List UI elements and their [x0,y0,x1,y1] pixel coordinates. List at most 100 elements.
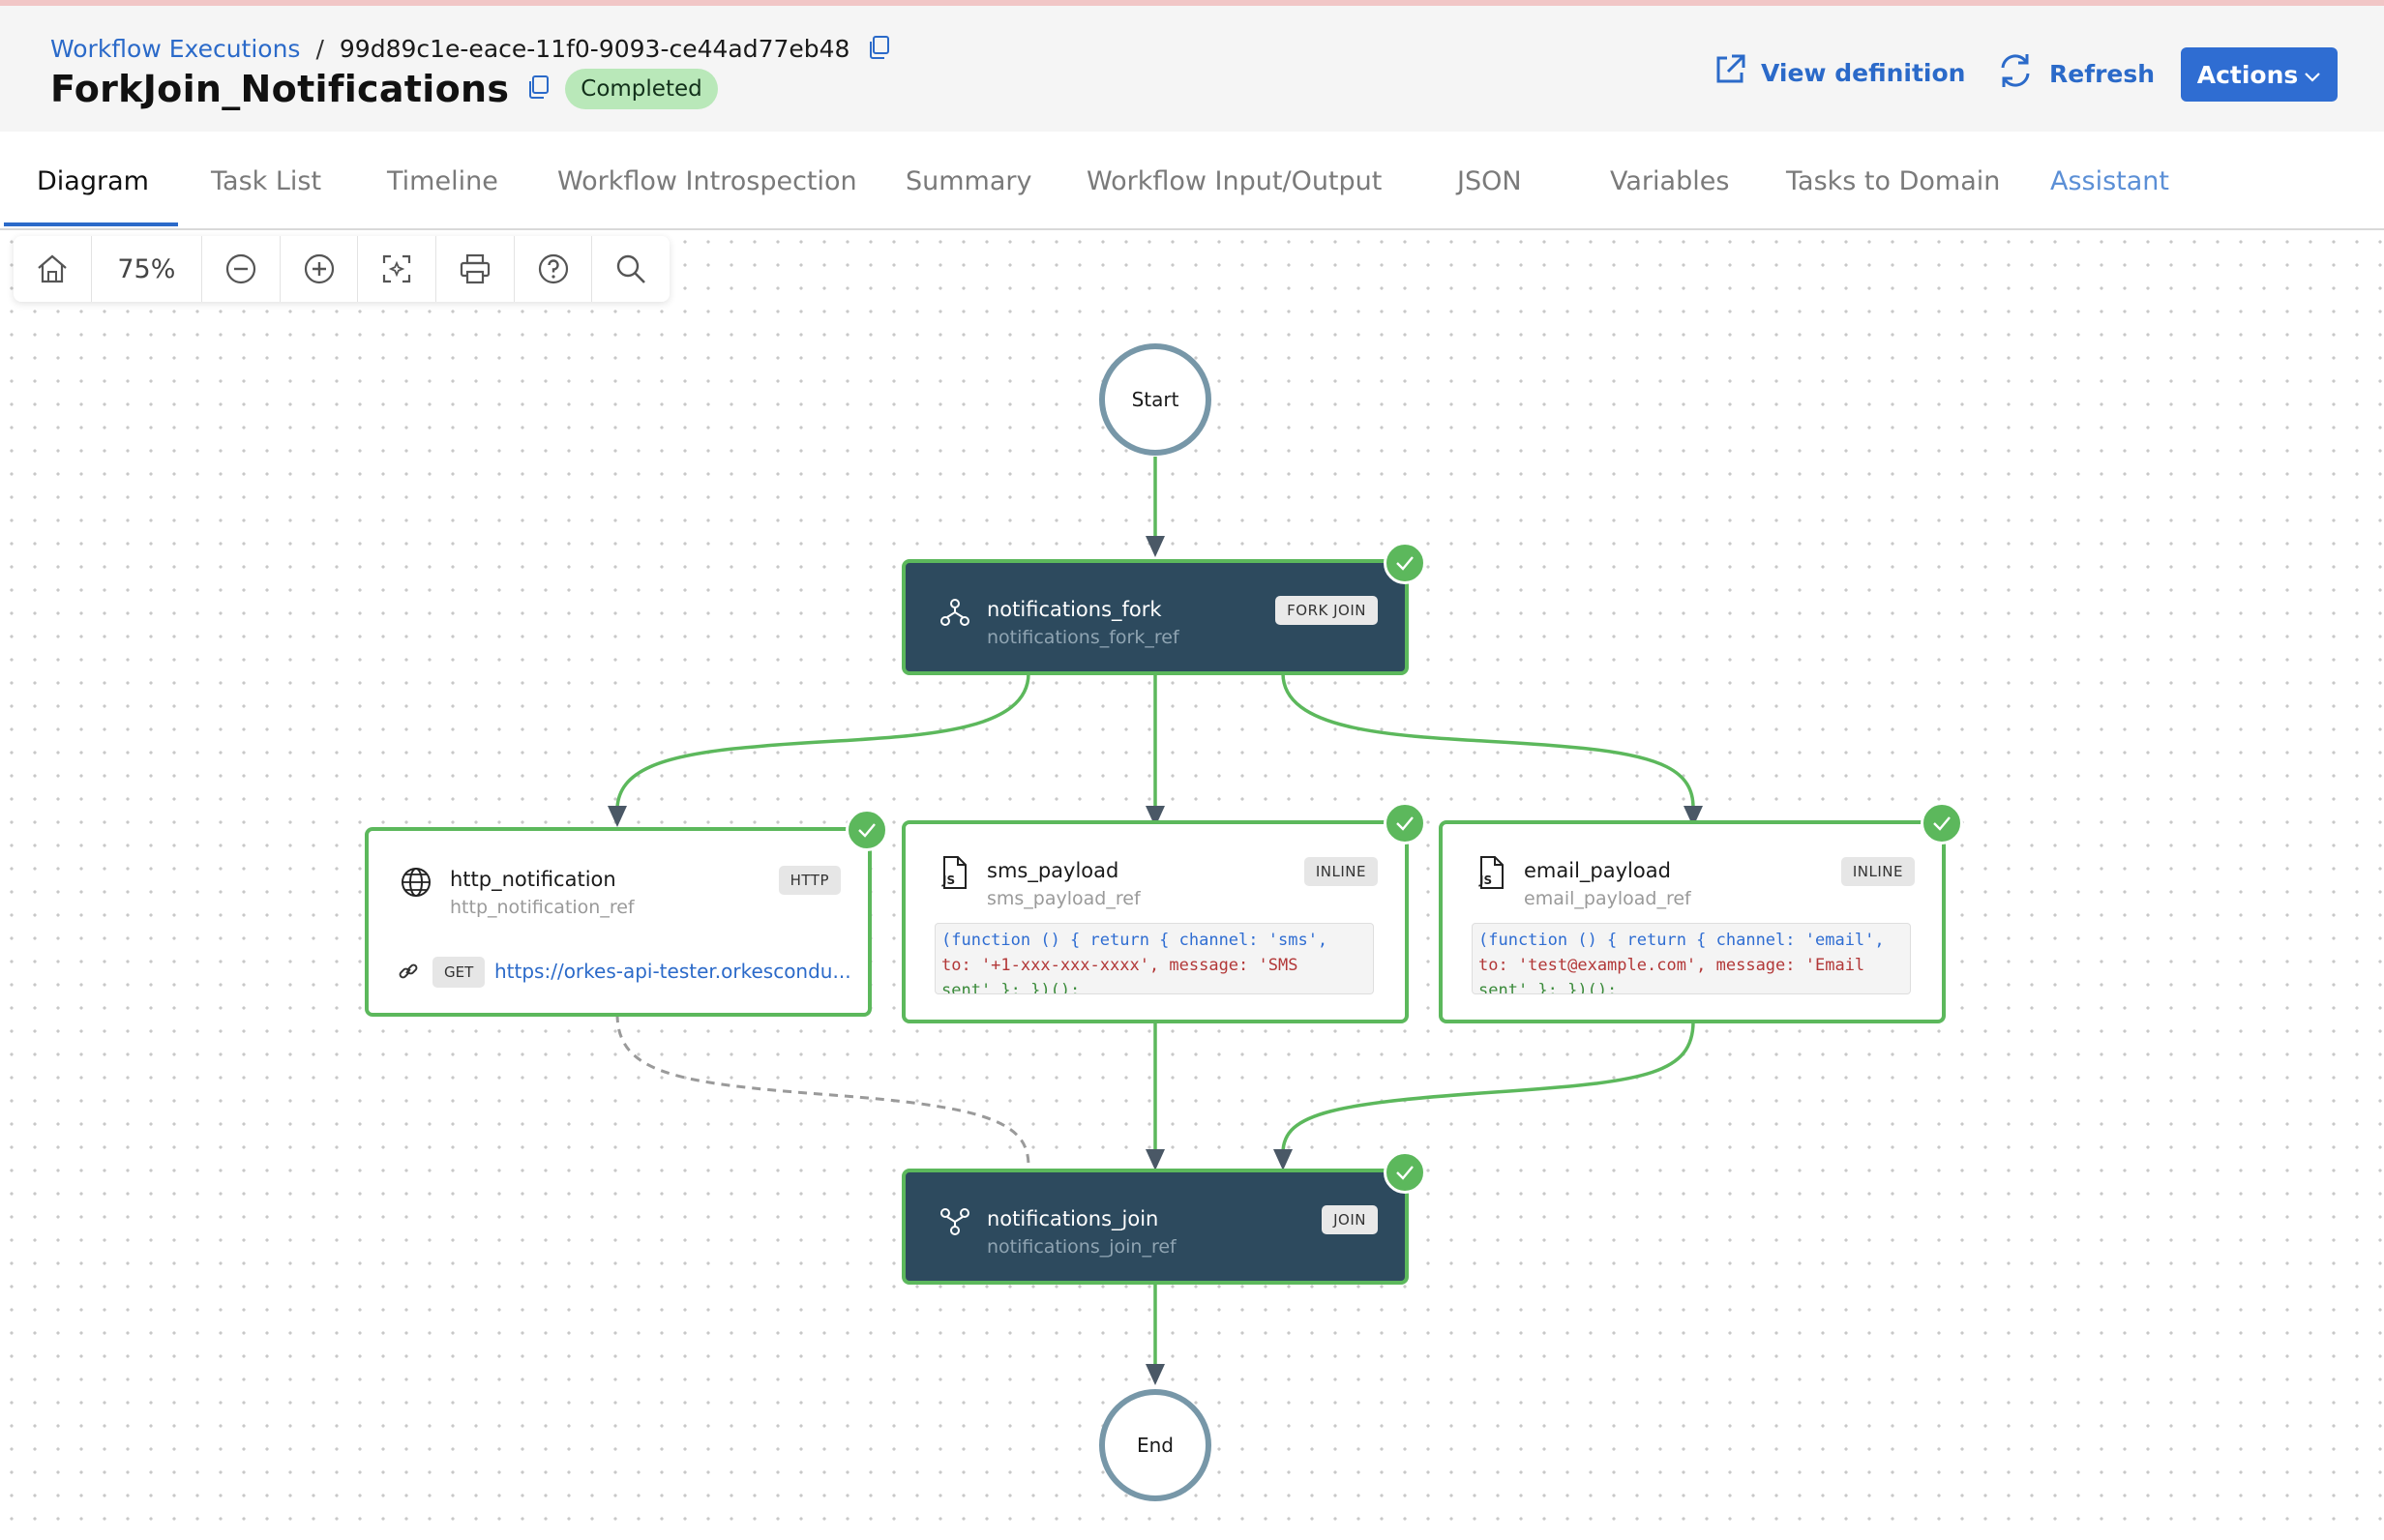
diagram-toolbar: 75% [14,236,670,302]
zoom-out-icon[interactable] [202,236,281,302]
tab-workflow-introspection[interactable]: Workflow Introspection [557,166,857,196]
tab-bar: Diagram Task List Timeline Workflow Intr… [0,132,2384,230]
code-line: to: 'test@example.com', message: 'Email [1478,956,1865,975]
fit-view-icon[interactable] [358,236,437,302]
http-task-node[interactable]: http_notification http_notification_ref … [365,827,872,1017]
actions-button[interactable]: Actions [2181,47,2338,102]
sms-inline-task-node[interactable]: JS sms_payload sms_payload_ref INLINE (f… [902,820,1409,1023]
join-task-node[interactable]: notifications_join notifications_join_re… [902,1169,1409,1285]
refresh-button[interactable]: Refresh [1995,50,2155,97]
javascript-file-icon: JS [939,855,969,894]
arrow-head-icon [1273,1149,1293,1170]
tab-assistant[interactable]: Assistant [2050,166,2170,196]
copy-workflow-name-icon[interactable] [526,74,551,104]
help-icon[interactable] [515,236,593,302]
tab-timeline[interactable]: Timeline [387,166,498,196]
copy-execution-id-icon[interactable] [867,35,892,66]
edge-fork-http [615,672,1030,809]
edge-http-join [615,1013,1030,1167]
start-label: Start [1131,388,1179,411]
chevron-down-icon [2304,61,2321,89]
javascript-file-icon: JS [1475,855,1506,894]
task-ref: email_payload_ref [1524,888,1691,909]
actions-label: Actions [2196,60,2299,89]
breadcrumb-separator: / [315,35,324,63]
execution-id: 99d89c1e-eace-11f0-9093-ce44ad77eb48 [339,35,850,63]
task-type-badge: INLINE [1303,857,1378,886]
tab-summary[interactable]: Summary [906,166,1032,196]
join-icon [940,1207,969,1240]
completed-check-icon [1384,542,1426,584]
task-ref: notifications_join_ref [987,1236,1177,1258]
code-line: sent' }; })(); [941,981,1081,994]
inline-code-preview[interactable]: (function () { return { channel: 'email'… [1472,923,1911,994]
arrow-head-icon [1146,1364,1165,1385]
inline-code-preview[interactable]: (function () { return { channel: 'sms', t… [935,923,1374,994]
refresh-label: Refresh [2049,59,2156,88]
task-name: notifications_join [987,1207,1159,1230]
task-name: notifications_fork [987,598,1162,621]
start-node[interactable]: Start [1099,343,1211,456]
task-type-badge: INLINE [1840,857,1915,886]
globe-icon [400,866,432,903]
breadcrumb-workflow-executions-link[interactable]: Workflow Executions [50,35,301,63]
http-method-badge: GET [432,957,486,988]
code-line: to: '+1-xxx-xxx-xxxx', message: 'SMS [941,956,1298,975]
task-type-badge: JOIN [1322,1205,1378,1234]
code-line: (function () { return { channel: 'sms', [941,931,1328,950]
zoom-level: 75% [92,236,203,302]
task-ref: http_notification_ref [450,897,635,918]
print-icon[interactable] [436,236,515,302]
fork-icon [940,598,969,631]
breadcrumb: Workflow Executions / 99d89c1e-eace-11f0-9… [50,35,892,66]
external-link-icon [1713,52,1747,93]
zoom-in-icon[interactable] [281,236,359,302]
status-badge: Completed [565,69,718,109]
tab-workflow-input-output[interactable]: Workflow Input/Output [1087,166,1383,196]
task-type-badge: FORK JOIN [1275,596,1378,625]
task-name: sms_payload [987,859,1119,882]
arrow-head-icon [1146,1149,1165,1170]
tab-variables[interactable]: Variables [1610,166,1730,196]
home-icon[interactable] [14,236,92,302]
task-name: http_notification [450,868,616,891]
arrow-head-icon [1146,806,1165,827]
active-tab-indicator [4,222,178,226]
completed-check-icon [1384,1151,1426,1194]
code-line: sent' }; })(); [1478,981,1618,994]
tab-tasks-to-domain[interactable]: Tasks to Domain [1786,166,2001,196]
title-row: ForkJoin_Notifications Completed [50,68,718,110]
completed-check-icon [846,809,888,851]
arrow-head-icon [1146,536,1165,557]
http-url-link[interactable]: https://orkes-api-tester.orkescondu... [494,960,851,983]
svg-text:JS: JS [1478,874,1492,887]
completed-check-icon [1921,802,1963,844]
tab-task-list[interactable]: Task List [211,166,322,196]
refresh-icon [1995,50,2036,97]
arrow-head-icon [608,806,627,827]
task-name: email_payload [1524,859,1671,882]
end-node[interactable]: End [1099,1389,1211,1501]
task-type-badge: HTTP [778,866,841,895]
edge-fork-email [1281,672,1695,809]
arrow-head-icon [1684,806,1703,827]
code-line: (function () { return { channel: 'email'… [1478,931,1885,950]
view-definition-button[interactable]: View definition [1713,52,1965,93]
view-definition-label: View definition [1761,58,1966,87]
email-inline-task-node[interactable]: JS email_payload email_payload_ref INLIN… [1439,820,1946,1023]
fork-join-task-node[interactable]: notifications_fork notifications_fork_re… [902,559,1409,675]
link-icon [398,961,419,986]
task-ref: sms_payload_ref [987,888,1141,909]
task-ref: notifications_fork_ref [987,627,1179,648]
top-accent-line [0,0,2384,6]
svg-text:JS: JS [941,874,955,887]
search-icon[interactable] [592,236,670,302]
page-header: Workflow Executions / 99d89c1e-eace-11f0-9… [0,6,2384,132]
tab-diagram[interactable]: Diagram [37,166,149,196]
page-title: ForkJoin_Notifications [50,68,510,110]
tab-json[interactable]: JSON [1457,166,1522,196]
zoom-level-label: 75% [117,253,176,284]
edge-email-join [1281,1021,1695,1154]
end-label: End [1136,1434,1174,1457]
